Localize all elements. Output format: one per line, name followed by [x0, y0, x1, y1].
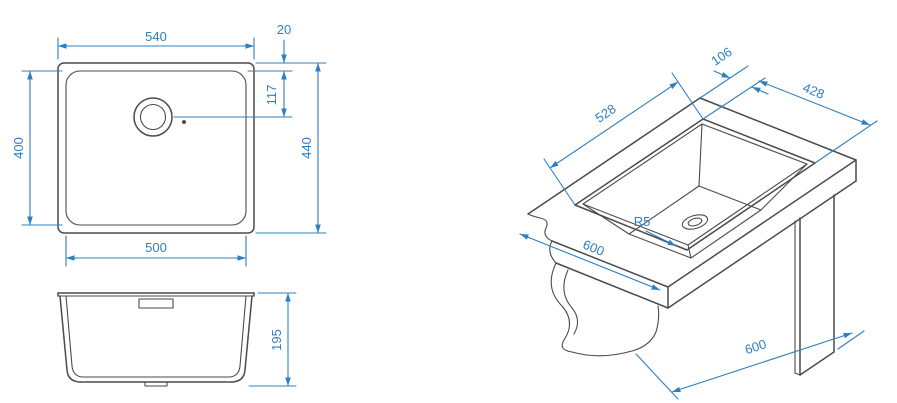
extension-line	[671, 72, 704, 120]
extension-line	[702, 77, 766, 120]
leader-line-r5	[645, 230, 677, 247]
dimension-line-528	[549, 81, 679, 169]
top-view-dimensions: 540 20 117 440 400 500	[11, 22, 327, 267]
dim-label-600-worktop: 600	[581, 237, 607, 259]
bowl-corner-edge	[760, 163, 808, 211]
cutout-rim-inner	[582, 123, 808, 246]
dim-label-20: 20	[277, 22, 291, 37]
drain-ellipse-outer	[681, 214, 709, 230]
worktop-underside-edge	[667, 180, 857, 309]
drain-inner-circle	[139, 103, 167, 131]
bowl-outer-profile	[59, 295, 253, 383]
dimension-line-600-cabinet	[671, 332, 853, 393]
dim-label-195: 195	[269, 329, 284, 351]
extension-line	[814, 120, 878, 164]
bowl-corner-edge	[698, 123, 703, 187]
overflow-opening	[138, 298, 174, 309]
tap-hole-dot	[182, 120, 186, 124]
extension-line	[699, 65, 749, 99]
bowl-inner-profile	[65, 295, 247, 378]
sink-outer-edge	[57, 62, 255, 234]
worktop-break-line	[527, 213, 553, 242]
dim-label-500: 500	[145, 240, 167, 255]
dim-label-r5: R5	[634, 214, 651, 229]
dimension-line-428	[758, 80, 871, 126]
dim-label-528: 528	[592, 101, 618, 126]
cutout-rim-outer	[574, 118, 816, 251]
dim-label-440: 440	[299, 137, 314, 159]
front-view-dimensions: 195	[248, 292, 297, 387]
worktop-underside-edge	[555, 262, 669, 309]
top-view-drawing	[57, 62, 255, 234]
front-view-drawing	[57, 292, 255, 387]
cabinet-front-break-inner	[563, 269, 579, 335]
drain-fitting	[144, 381, 168, 387]
dimension-line-106	[751, 86, 769, 95]
bowl-corner-edge	[582, 203, 630, 235]
dim-label-117: 117	[264, 85, 279, 106]
extension-line	[635, 353, 679, 400]
worktop-break-face	[549, 240, 557, 264]
extension-line	[543, 158, 576, 206]
sink-bowl-edge	[65, 70, 247, 226]
bowl-bottom-face	[628, 185, 762, 259]
isometric-view-dimensions: 528 106 428 600 R5 600	[519, 44, 878, 400]
drain-ellipse-inner	[687, 217, 703, 227]
isometric-view-drawing	[527, 97, 857, 376]
dimension-line-106	[713, 70, 731, 79]
bowl-corner-edge	[687, 244, 692, 259]
cabinet-front-break	[550, 262, 660, 357]
dim-label-540: 540	[145, 29, 167, 44]
drain-outer-circle	[133, 97, 173, 137]
dimension-line-600-worktop	[519, 233, 661, 291]
dim-label-400: 400	[11, 137, 26, 159]
dim-label-600-cabinet: 600	[743, 336, 768, 357]
cabinet-side-panel-bottom	[799, 351, 835, 376]
dim-label-106: 106	[708, 44, 734, 69]
